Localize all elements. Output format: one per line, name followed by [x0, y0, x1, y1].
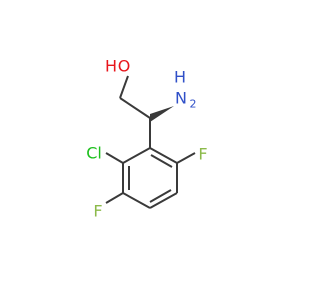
ring-bond-3-inner — [149, 189, 172, 203]
bond-c-cl — [105, 152, 124, 164]
bond-o-ch2 — [119, 75, 129, 99]
atom-label-o: O — [118, 57, 131, 76]
ring-bond-4 — [122, 192, 151, 209]
atom-label-cl: Cl — [86, 144, 102, 163]
atom-label-h-hydroxyl: H — [105, 57, 117, 76]
ring-bond-1-inner — [150, 154, 173, 168]
ring-bond-6 — [122, 147, 151, 164]
bond-c-f-right — [176, 152, 196, 164]
ring-bond-1 — [149, 147, 178, 164]
atom-label-subscript-2: 2 — [190, 98, 197, 111]
atom-label-f-left: F — [93, 202, 102, 221]
ring-bond-3 — [149, 192, 178, 209]
atom-label-h-amine: H — [174, 68, 186, 87]
atom-labels: H O H N 2 Cl F F — [86, 57, 207, 221]
bond-c-f-left — [105, 192, 124, 204]
wedge-bond-c-n — [150, 106, 174, 122]
atom-label-n: N — [175, 89, 187, 108]
bond-ch2-c — [119, 97, 151, 119]
atom-label-f-right: F — [198, 145, 207, 164]
bonds — [105, 75, 196, 209]
molecule-diagram: H O H N 2 Cl F F — [86, 57, 207, 221]
